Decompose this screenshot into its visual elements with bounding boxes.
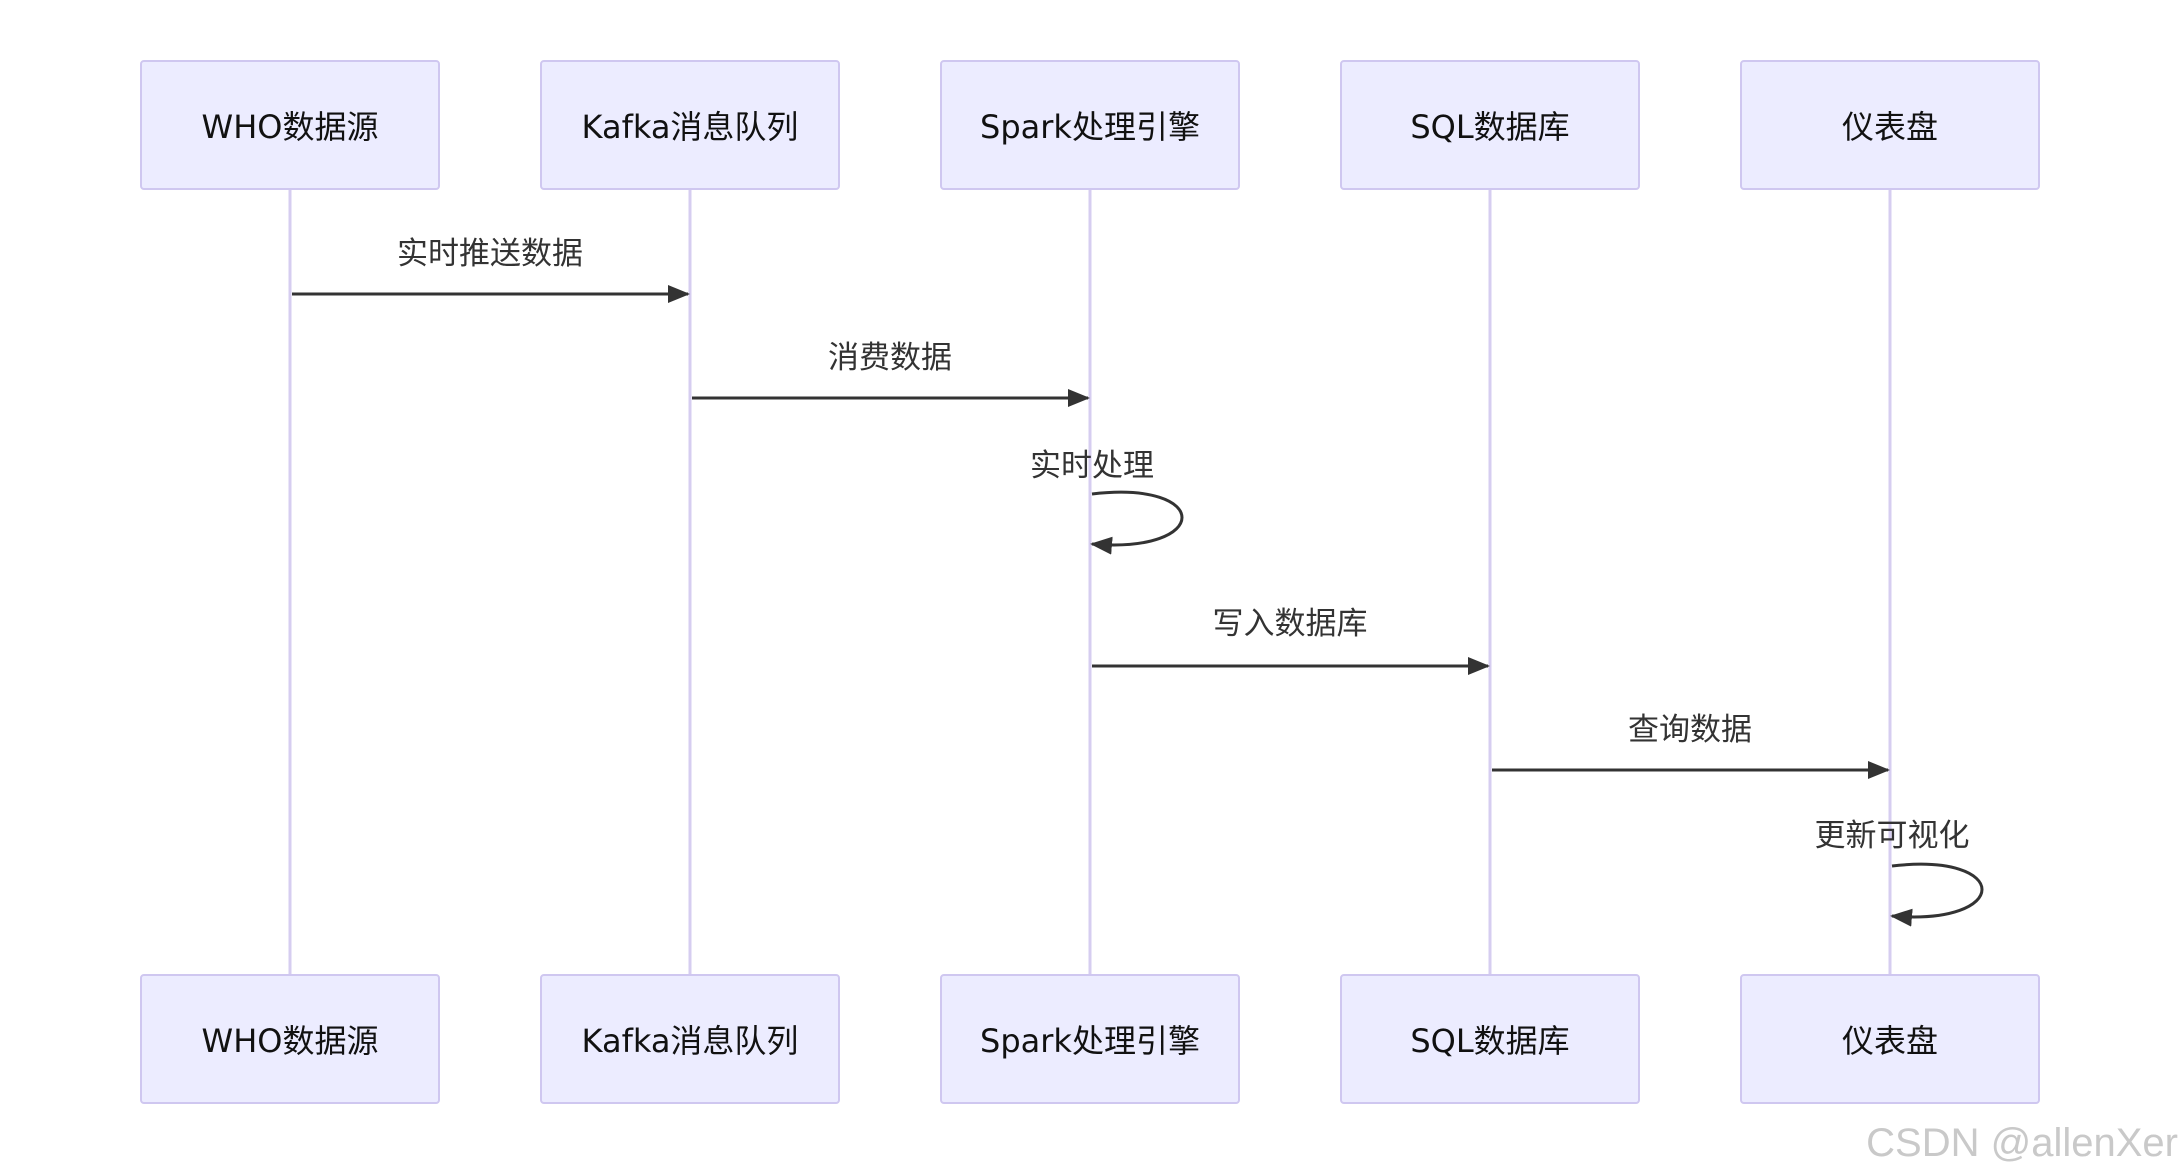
actor-sql-bottom: SQL数据库 [1340, 974, 1640, 1104]
message-label-update-viz: 更新可视化 [1814, 818, 1970, 854]
actor-dashboard-bottom: 仪表盘 [1740, 974, 2040, 1104]
actor-who-top: WHO数据源 [140, 60, 440, 190]
self-message-arrow-2 [1090, 490, 1184, 555]
actor-kafka-top: Kafka消息队列 [540, 60, 840, 190]
actor-spark-bottom: Spark处理引擎 [940, 974, 1240, 1104]
message-label-consume-data: 消费数据 [828, 340, 952, 376]
self-message-arrow-5 [1890, 862, 1984, 927]
actor-sql-top: SQL数据库 [1340, 60, 1640, 190]
watermark: CSDN @allenXer [1866, 1121, 2178, 1165]
actor-spark-top: Spark处理引擎 [940, 60, 1240, 190]
actor-who-bottom: WHO数据源 [140, 974, 440, 1104]
actor-kafka-bottom: Kafka消息队列 [540, 974, 840, 1104]
message-label-realtime-process: 实时处理 [1030, 448, 1154, 484]
message-label-push-data: 实时推送数据 [397, 236, 583, 272]
message-label-write-db: 写入数据库 [1212, 606, 1368, 642]
actor-dashboard-top: 仪表盘 [1740, 60, 2040, 190]
message-label-query-data: 查询数据 [1628, 712, 1752, 748]
